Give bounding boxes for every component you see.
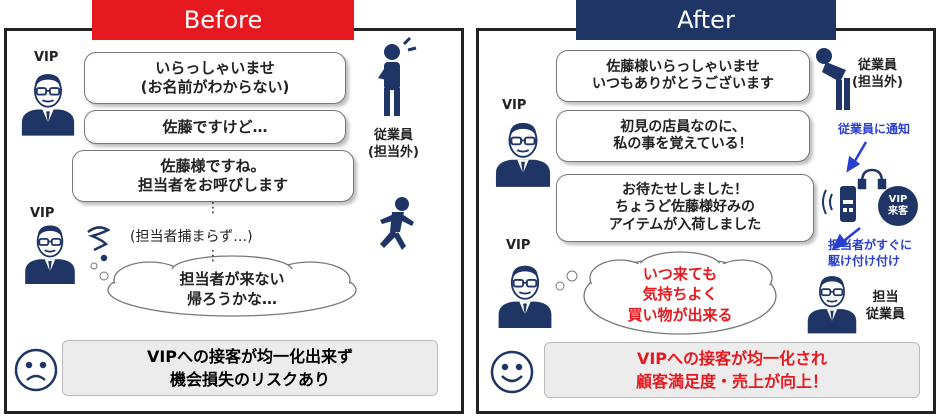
before-tab: Before — [92, 0, 354, 40]
assigned-staff-label: 担当 従業員 — [866, 290, 906, 322]
staff-label: 従業員 (担当外) — [368, 128, 419, 160]
headset-icon — [857, 168, 887, 190]
vip-customer-icon — [494, 122, 552, 188]
vip-label: VIP — [506, 238, 531, 253]
smile-face-icon — [490, 350, 534, 394]
before-summary: VIPへの接客が均一化出来ず 機会損失のリスクあり — [62, 340, 438, 396]
customer-reply-bubble: 佐藤ですけど… — [84, 110, 346, 144]
greeting-bubble: いらっしゃいませ (お名前がわからない) — [84, 52, 346, 104]
staff-icon — [378, 36, 417, 116]
vip-arrival-label: VIP 来客 — [888, 194, 908, 217]
vip-customer-icon — [20, 73, 76, 136]
ellipsis: ⋮ — [206, 248, 220, 264]
greeting-bubble: 佐藤様いらっしゃいませ いつもありがとうございます — [556, 50, 810, 102]
thought-text: 担当者が来ない 帰ろうかな… — [179, 270, 285, 308]
staff-icon — [806, 275, 858, 334]
sad-face-icon — [14, 348, 58, 392]
after-summary: VIPへの接客が均一化され 顧客満足度・売上が向上！ — [544, 342, 920, 398]
staff-reply-bubble: 佐藤様ですね。 担当者をお呼びします — [72, 150, 354, 202]
customer-thought-bubble: 初見の店員なのに、 私の事を覚えている！ — [556, 110, 810, 162]
cloud-text: いつ来ても 気持ちよく 買い物が出来る — [627, 265, 733, 324]
vip-label: VIP — [30, 206, 55, 221]
waiting-text: (担当者捕まらず…) — [130, 229, 253, 245]
staff-icon — [816, 48, 850, 110]
staff-label: 従業員 (担当外) — [852, 58, 903, 90]
vip-label: VIP — [34, 50, 59, 65]
phone-device-icon — [822, 186, 856, 222]
staff-reply-bubble: お待たせしました！ ちょうど佐藤様好みの アイテムが入荷しました — [556, 174, 814, 242]
running-staff-icon — [380, 197, 414, 250]
ellipsis: ⋮ — [206, 200, 220, 216]
vip-customer-icon — [497, 264, 553, 328]
vip-customer-icon — [24, 224, 76, 284]
dizzy-icon — [87, 226, 111, 262]
blue-arrow-icon — [831, 141, 868, 251]
notify-label: 従業員に通知 — [838, 122, 911, 136]
vip-arrival-badge — [878, 186, 918, 226]
vip-label: VIP — [502, 98, 527, 113]
rush-label: 担当者がすぐに 駆け付け付け — [828, 238, 913, 268]
after-tab: After — [576, 0, 836, 40]
